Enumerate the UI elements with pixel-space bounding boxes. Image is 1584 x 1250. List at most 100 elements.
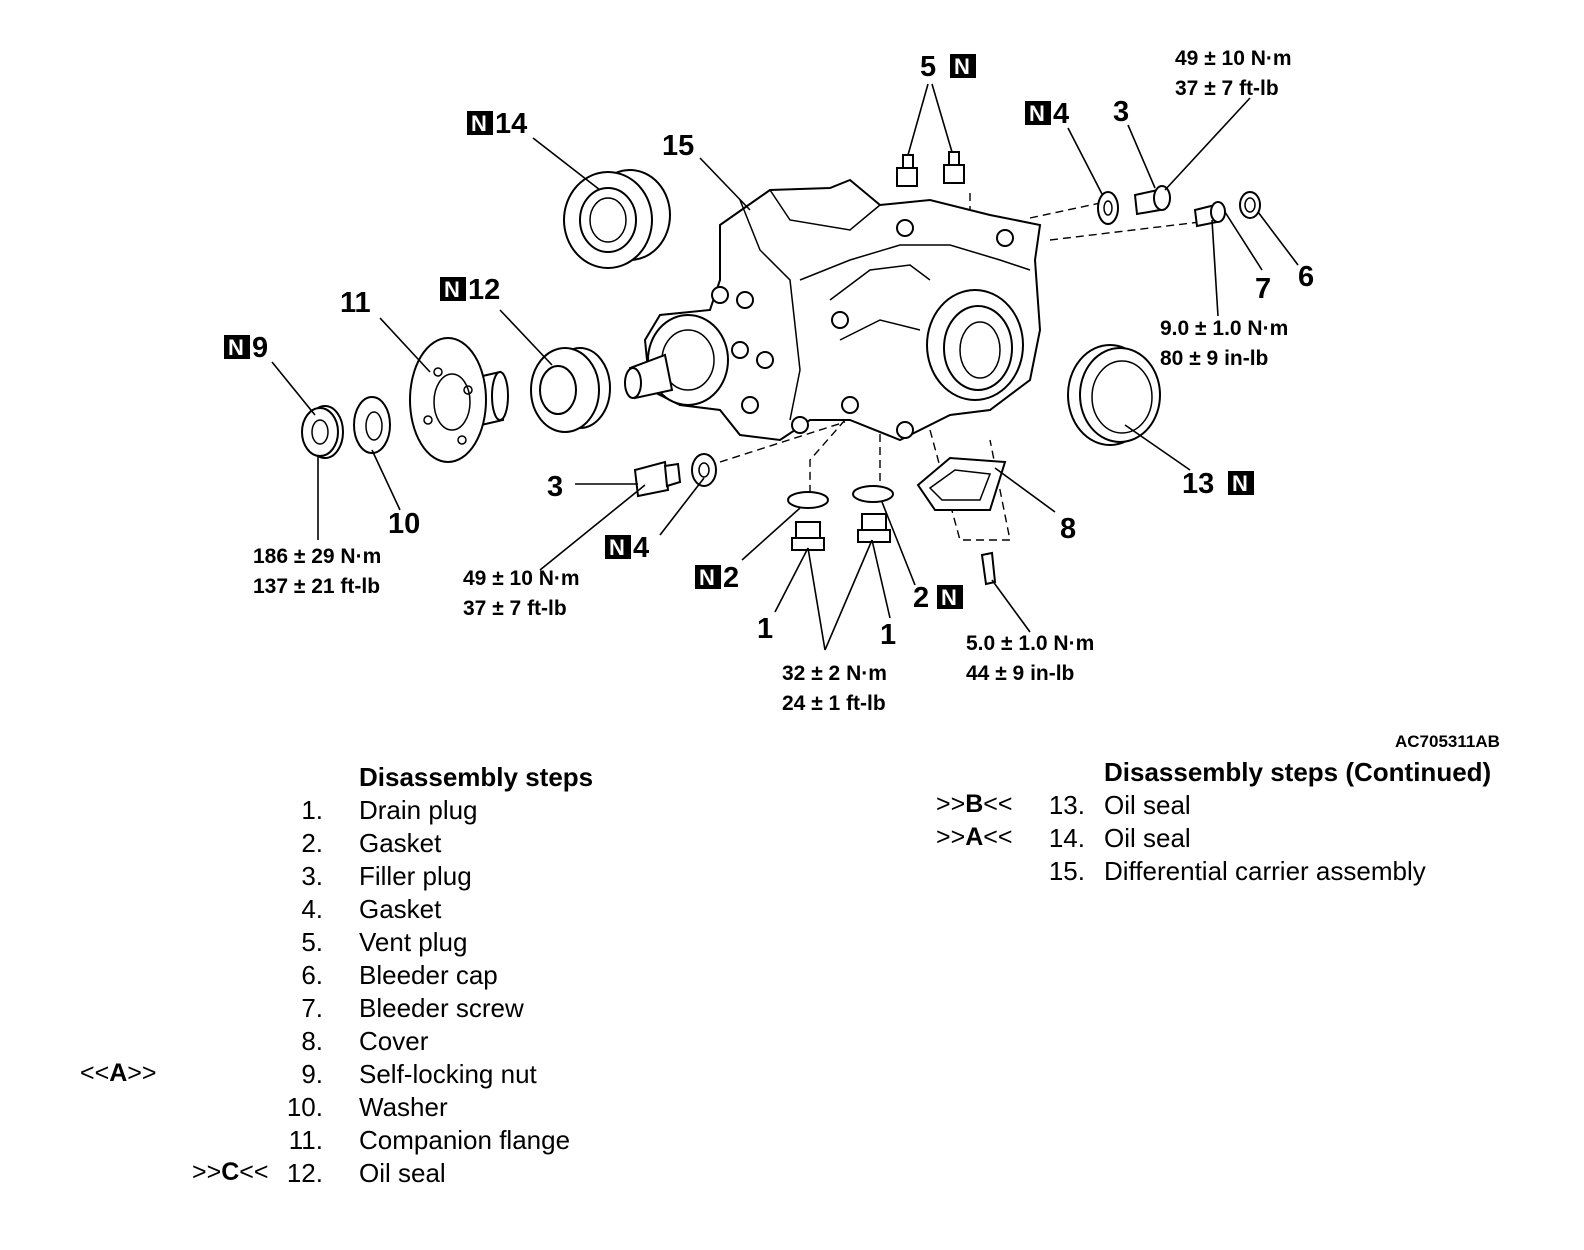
callout-4-left: 4 [633,532,649,564]
step-label: Vent plug [359,927,468,957]
torque-1-nm: 32 ± 2 N·m [782,662,887,685]
bleeder-cap-drawing [1239,191,1261,219]
n-marker-4-left [605,535,631,559]
torque-3-top-ft: 37 ± 7 ft-lb [1175,77,1279,100]
step-label: Companion flange [359,1125,571,1155]
step-label: Oil seal [359,1158,446,1188]
step-label: Washer [359,1092,448,1122]
callout-11: 11 [340,287,371,319]
step-number: 5. [301,927,323,957]
n-marker-2-left [695,565,721,589]
step-number: 12. [286,1158,323,1188]
callout-numbers: 14 15 5 4 3 6 7 11 12 9 10 3 4 2 2 1 1 8… [252,51,1314,651]
step-number: 15. [1048,856,1085,886]
steps-heading: Disassembly steps [359,762,594,792]
step-label: Differential carrier assembly [1104,856,1426,886]
torque-8-in: 44 ± 9 in-lb [966,662,1074,685]
steps-continued-heading: Disassembly steps (Continued) [1104,757,1492,787]
n-marker-2-right [937,585,963,609]
step-number: 8. [301,1026,323,1056]
step-label: Self-locking nut [359,1059,537,1089]
torque-9-nm: 186 ± 29 N·m [253,545,381,568]
callout-13: 13 [1182,468,1214,500]
step-label: Oil seal [1104,823,1191,853]
step-number: 13. [1048,790,1085,820]
n-marker-9-text: N [228,335,244,360]
step-label: Oil seal [1104,790,1191,820]
callout-1-right: 1 [880,619,896,651]
step-number: 6. [301,960,323,990]
callout-5: 5 [920,51,936,83]
cover-drawing [916,456,1007,586]
gasket-2-drawing [787,485,894,509]
torque-7-in: 80 ± 9 in-lb [1160,347,1268,370]
n-marker-9 [224,335,250,359]
torque-specs: 49 ± 10 N·m 37 ± 7 ft-lb 9.0 ± 1.0 N·m 8… [253,47,1292,715]
n-marker-13 [1228,471,1254,495]
n-marker-12-text: N [444,277,460,302]
companion-flange-drawing [409,337,509,463]
torque-9-ft: 137 ± 21 ft-lb [253,575,380,598]
callout-2-right: 2 [913,582,929,614]
step-number: 2. [301,828,323,858]
torque-3-top-nm: 49 ± 10 N·m [1175,47,1292,70]
torque-7-nm: 9.0 ± 1.0 N·m [1160,317,1288,340]
gasket-4-top-drawing [1097,191,1119,225]
callout-3-top: 3 [1113,96,1129,128]
n-marker-2-left-text: N [699,565,715,590]
self-locking-nut-drawing [301,405,344,459]
vent-plug-drawing [896,151,965,187]
step-label: Bleeder screw [359,993,524,1023]
callout-12: 12 [468,274,500,306]
exploded-view-diagram: N N N N N N N N N 14 15 5 4 3 6 7 11 12 … [224,47,1500,751]
callout-14: 14 [495,108,527,140]
new-part-markers: N N N N N N N N N [224,54,1254,610]
step-number: 14. [1048,823,1085,853]
step-number: 11. [288,1125,323,1155]
callout-15: 15 [662,130,694,162]
n-marker-12 [440,277,466,301]
step-label: Drain plug [359,795,478,825]
callout-9: 9 [252,332,268,364]
step-number: 7. [301,993,323,1023]
step-number: 10. [286,1092,323,1122]
n-marker-14 [467,111,493,135]
n-marker-2-right-text: N [941,585,957,610]
n-marker-4-top-text: N [1029,101,1045,126]
figure-code: AC705311AB [1395,732,1500,751]
torque-8-nm: 5.0 ± 1.0 N·m [966,632,1094,655]
bleeder-screw-drawing [1193,201,1226,228]
step-marker: <<A>> [80,1059,157,1087]
step-label: Gasket [359,894,442,924]
callout-6: 6 [1298,261,1314,293]
torque-3-left-ft: 37 ± 7 ft-lb [463,597,567,620]
step-number: 9. [301,1059,323,1089]
oil-seal-14-drawing [563,169,671,269]
step-number: 4. [301,894,323,924]
oil-seal-13-drawing [1067,344,1161,446]
callout-8: 8 [1060,513,1076,545]
step-label: Filler plug [359,861,472,891]
callout-3-left: 3 [547,471,563,503]
torque-1-ft: 24 ± 1 ft-lb [782,692,886,715]
torque-3-left-nm: 49 ± 10 N·m [463,567,580,590]
callout-2-left: 2 [723,562,739,594]
n-marker-5 [950,54,976,78]
callout-4-top: 4 [1053,98,1069,130]
step-number: 1. [301,795,323,825]
filler-plug-3-top-drawing [1133,185,1171,216]
step-marker: >>B<< [936,790,1013,818]
gasket-4-left-drawing [691,453,717,487]
n-marker-4-top [1025,101,1051,125]
washer-drawing [353,396,391,454]
oil-seal-12-drawing [530,347,611,433]
callout-10: 10 [388,508,420,540]
step-marker: >>A<< [936,823,1013,851]
step-label: Bleeder cap [359,960,498,990]
leader-lines [271,83,1299,651]
step-label: Cover [359,1026,429,1056]
drain-plug-drawing [791,513,891,551]
differential-carrier-housing [624,178,1042,442]
n-marker-14-text: N [471,111,487,136]
callout-1-left: 1 [757,613,773,645]
